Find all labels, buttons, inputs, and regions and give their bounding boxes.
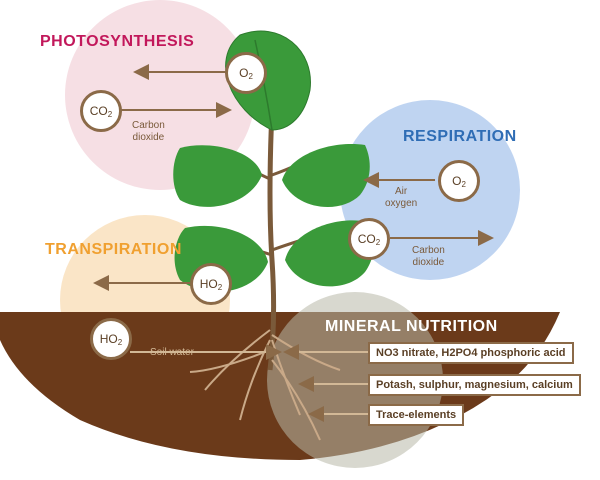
leaf-top-vein <box>254 39 273 131</box>
nutrient-box-nitrate: NO3 nitrate, H2PO4 phosphoric acid <box>368 342 574 364</box>
leaf-upper-left <box>173 145 262 207</box>
leaf-upper-right <box>282 144 370 207</box>
photosynthesis-heading: PHOTOSYNTHESIS <box>40 33 195 50</box>
photosynthesis-zone <box>65 0 255 190</box>
nutrient-box-trace: Trace-elements <box>368 404 465 426</box>
mineral-nutrition-heading: MINERAL NUTRITION <box>325 318 498 335</box>
nutrient-box-potash: Potash, sulphur, magnesium, calcium <box>368 374 581 396</box>
carbon-dioxide-label-left: Carbon dioxide <box>132 120 165 143</box>
soil-water-label: Soil water <box>150 347 194 358</box>
transpiration-heading: TRANSPIRATION <box>45 241 182 258</box>
air-oxygen-label: Air oxygen <box>385 186 418 209</box>
carbon-dioxide-label-right: Carbon dioxide <box>412 245 445 268</box>
respiration-heading: RESPIRATION <box>403 128 517 145</box>
